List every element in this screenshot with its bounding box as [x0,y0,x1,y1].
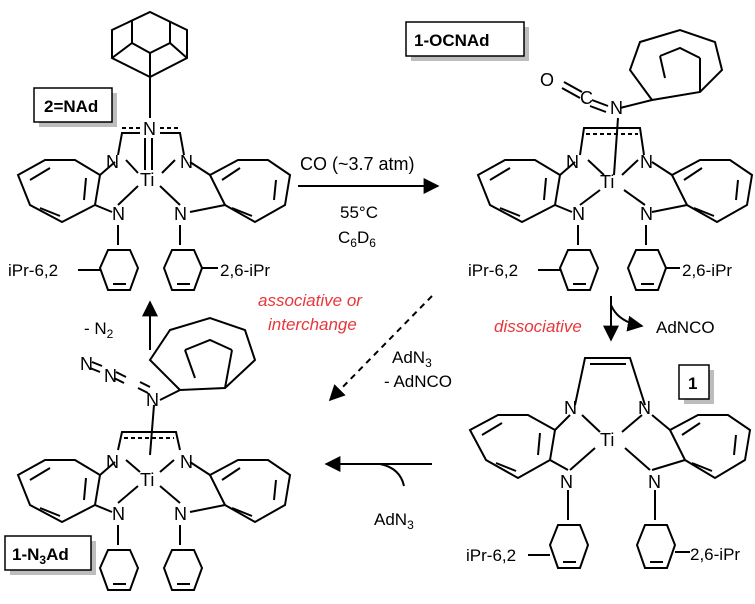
atom-Ti-1: Ti [140,170,154,190]
atom-N-l3: N [564,398,577,418]
atom-Ti-2: Ti [600,172,614,192]
arrow-azide-binding [324,456,432,487]
arrow-associative [328,295,433,402]
ipr-label-right-1: 2,6-iPr [220,261,270,280]
atom-N-left-imine: N [106,152,119,172]
svg-text:1: 1 [688,374,697,393]
atom-N-l4: N [106,452,119,472]
reagent-azide: AdN3 [392,348,432,370]
mechanism-interchange: interchange [268,315,357,334]
atom-N-r2b: N [640,204,653,224]
ipr-label-right-3: 2,6-iPr [690,545,740,564]
atom-N-azide-3: N [146,390,159,410]
atom-N-l2: N [566,152,579,172]
mechanism-dissociative: dissociative [494,317,582,336]
label-box-1-N3Ad: 1-N3Ad [4,535,96,575]
mechanism-associative: associative or [258,291,363,310]
atom-N-right-amide: N [174,204,187,224]
compound-1-N3Ad [16,316,292,591]
atom-N-r4b: N [174,504,187,524]
atom-N-ad: N [143,119,156,139]
n2-elimination: - N2 [84,319,114,341]
atom-N-r4: N [180,452,193,472]
atom-N-azide-1: N [80,354,93,374]
condition-solvent: C6D6 [338,228,376,250]
atom-N-l2b: N [572,204,585,224]
svg-text:1-OCNAd: 1-OCNAd [414,31,490,50]
compound-1 [468,357,752,569]
ipr-label-right-2: 2,6-iPr [682,261,732,280]
atom-Ti-4: Ti [140,470,154,490]
label-box-1: 1 [678,364,714,404]
svg-text:1-N3Ad: 1-N3Ad [12,545,69,567]
atom-N-azide-2: N [104,366,117,386]
label-box-1-OCNAd: 1-OCNAd [405,21,529,61]
atom-C: C [580,88,593,108]
ipr-label-left-2: iPr-6,2 [468,261,518,280]
byproduct-adnco: - AdNCO [384,372,452,391]
compound-1-OCNAd [476,28,754,291]
atom-N-l3b: N [560,472,573,492]
arrow-dissociation [603,296,644,342]
condition-temp: 55°C [340,203,378,222]
svg-text:2=NAd: 2=NAd [44,97,98,116]
atom-N-r2: N [640,152,653,172]
atom-O: O [540,70,554,90]
released-adnco: AdNCO [656,318,715,337]
atom-N-isocyanate: N [610,98,623,118]
atom-Ti-3: Ti [600,430,614,450]
atom-N-right-imine: N [180,152,193,172]
condition-co: CO (~3.7 atm) [300,154,415,174]
atom-N-l4b: N [112,504,125,524]
ipr-label-left-1: iPr-6,2 [8,261,58,280]
atom-N-r3b: N [648,472,661,492]
ipr-label-left-3: iPr-6,2 [466,546,516,565]
atom-N-r3: N [638,398,651,418]
compound-2-NAd [16,10,292,291]
label-box-2-NAd: 2=NAd [33,87,117,127]
reagent-azide-bottom: AdN3 [374,510,414,532]
atom-N-left-amide: N [112,204,125,224]
